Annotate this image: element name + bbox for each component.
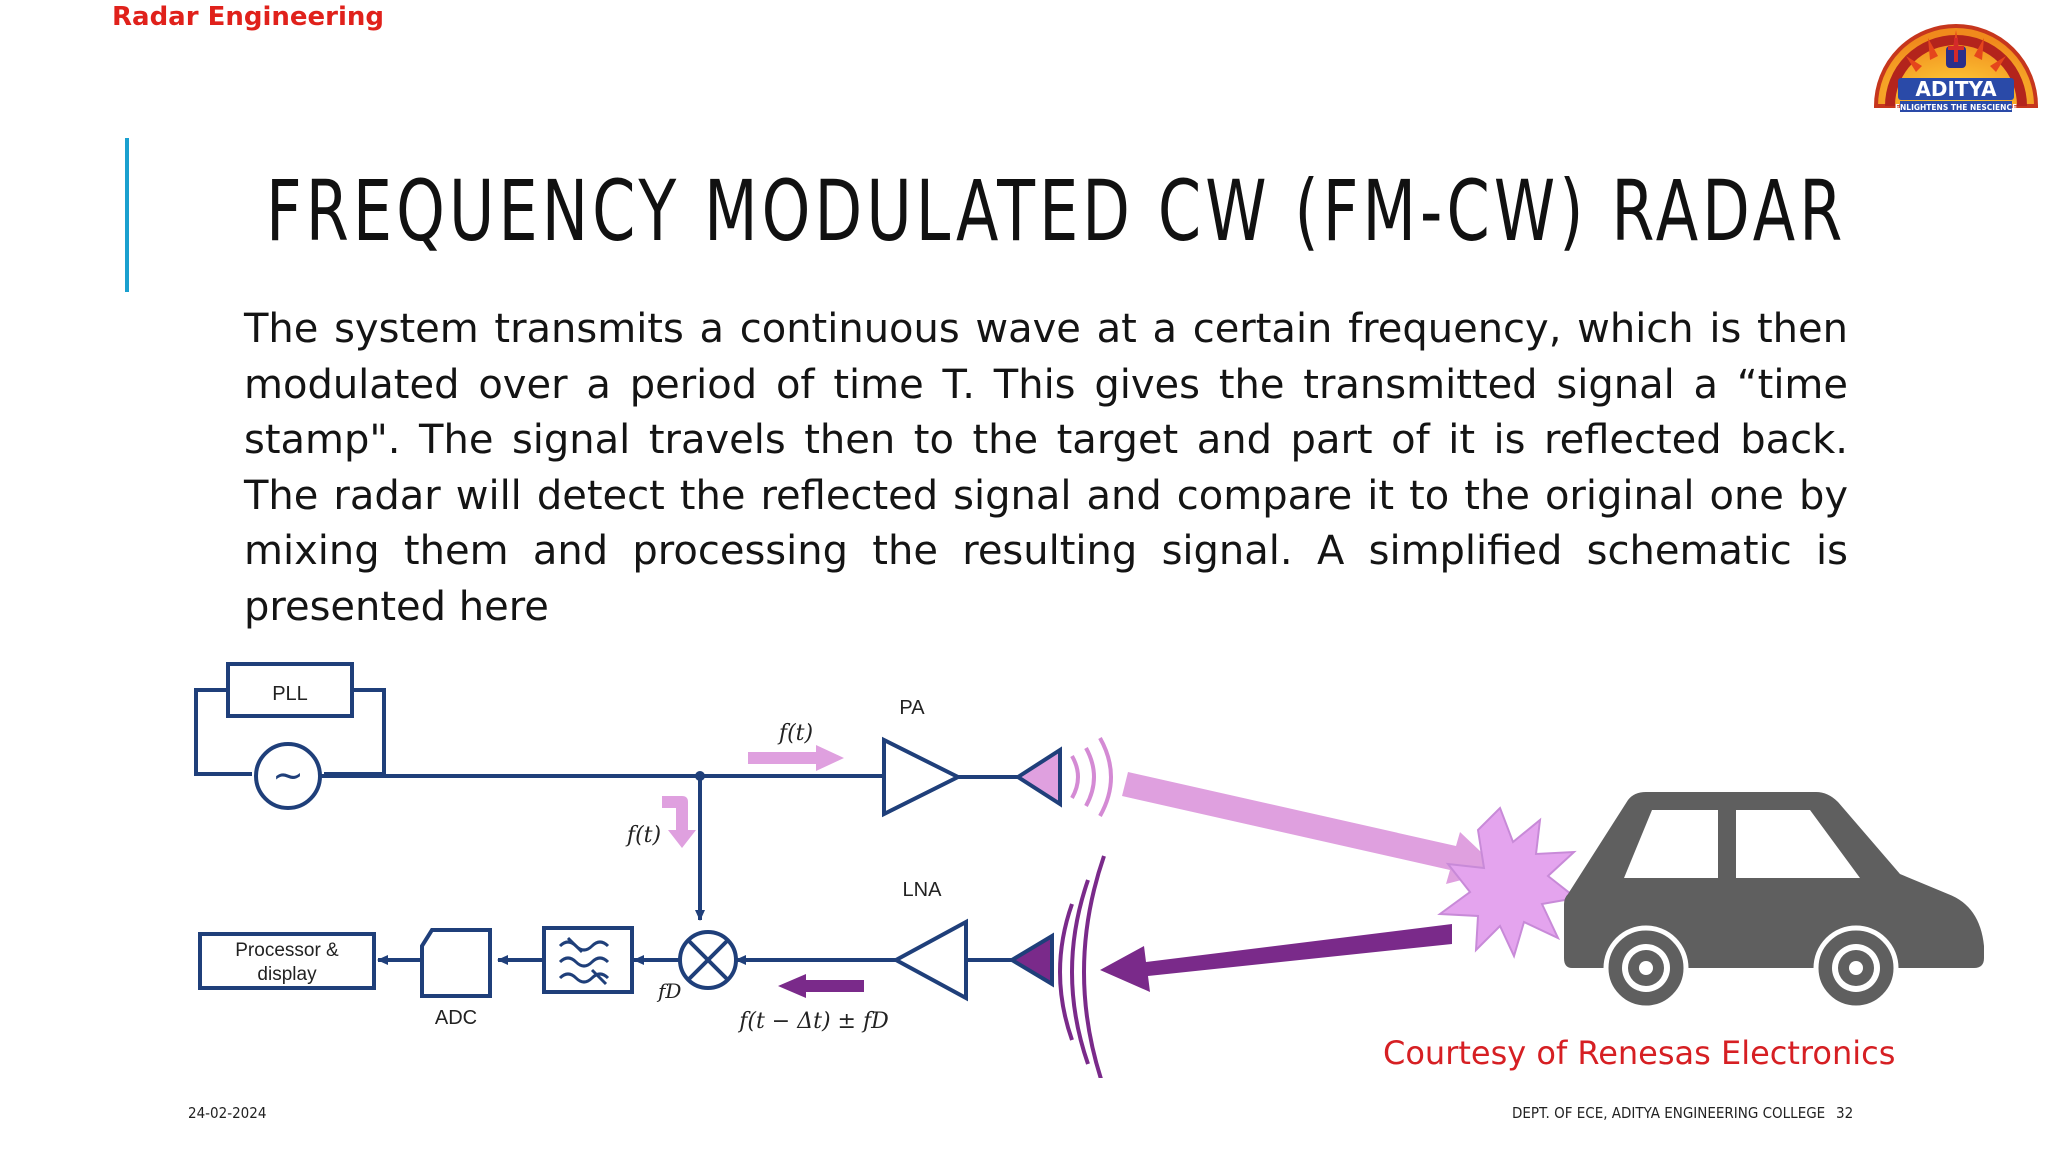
svg-text:fD: fD bbox=[656, 979, 681, 1003]
mixer bbox=[678, 930, 738, 990]
svg-text:f(t): f(t) bbox=[625, 823, 661, 848]
rx-waves bbox=[1058, 855, 1106, 1078]
pll-block: PLL bbox=[226, 662, 354, 718]
tx-beam-arrow bbox=[1122, 772, 1500, 884]
svg-text:LNA: LNA bbox=[903, 879, 943, 901]
adc-block bbox=[420, 928, 492, 998]
rx-beam-arrow bbox=[1100, 924, 1452, 992]
oscillator-symbol: ~ bbox=[254, 742, 322, 810]
bandpass-filter bbox=[542, 926, 634, 994]
svg-text:PA: PA bbox=[899, 697, 925, 719]
svg-text:display: display bbox=[257, 964, 317, 985]
course-header: Radar Engineering bbox=[112, 2, 385, 32]
aditya-logo: ADITYA ENLIGHTENS THE NESCIENCE bbox=[1873, 24, 2039, 112]
slide-body-text: The system transmits a continuous wave a… bbox=[244, 306, 1848, 630]
tx-waves bbox=[1070, 737, 1113, 817]
svg-text:f(t − Δt) ± fD: f(t − Δt) ± fD bbox=[737, 1009, 889, 1034]
f-t-arrow-right bbox=[748, 745, 844, 771]
fmcw-schematic: PLL ~ f(t) f(t) PA bbox=[194, 662, 1984, 1078]
slide-number: 32 bbox=[1836, 1104, 1854, 1122]
svg-text:ADC: ADC bbox=[435, 1007, 477, 1029]
courtesy-note: Courtesy of Renesas Electronics bbox=[1383, 1034, 1896, 1072]
title-accent-bar bbox=[125, 138, 129, 292]
lna-amplifier bbox=[891, 918, 968, 1002]
target-car bbox=[1564, 792, 1984, 1011]
pa-amplifier bbox=[882, 736, 963, 818]
svg-text:PLL: PLL bbox=[272, 683, 308, 705]
footer-department: DEPT. OF ECE, ADITYA ENGINEERING COLLEGE bbox=[1512, 1104, 1826, 1122]
svg-text:ENLIGHTENS THE NESCIENCE: ENLIGHTENS THE NESCIENCE bbox=[1895, 103, 2017, 112]
f-t-arrow-down bbox=[662, 796, 696, 848]
svg-text:ADITYA: ADITYA bbox=[1915, 77, 1997, 101]
svg-text:Processor &: Processor & bbox=[235, 940, 339, 961]
footer-date: 24-02-2024 bbox=[188, 1104, 267, 1122]
reflection-burst bbox=[1437, 806, 1579, 959]
svg-text:f(t): f(t) bbox=[777, 721, 813, 746]
processor-display-block: Processor & display bbox=[198, 932, 376, 990]
svg-text:~: ~ bbox=[272, 753, 304, 797]
received-signal-arrow bbox=[778, 974, 864, 998]
slide-title: FREQUENCY MODULATED CW (FM-CW) RADAR bbox=[266, 162, 1847, 260]
tx-antenna bbox=[1014, 746, 1062, 808]
rx-antenna bbox=[1008, 932, 1054, 988]
